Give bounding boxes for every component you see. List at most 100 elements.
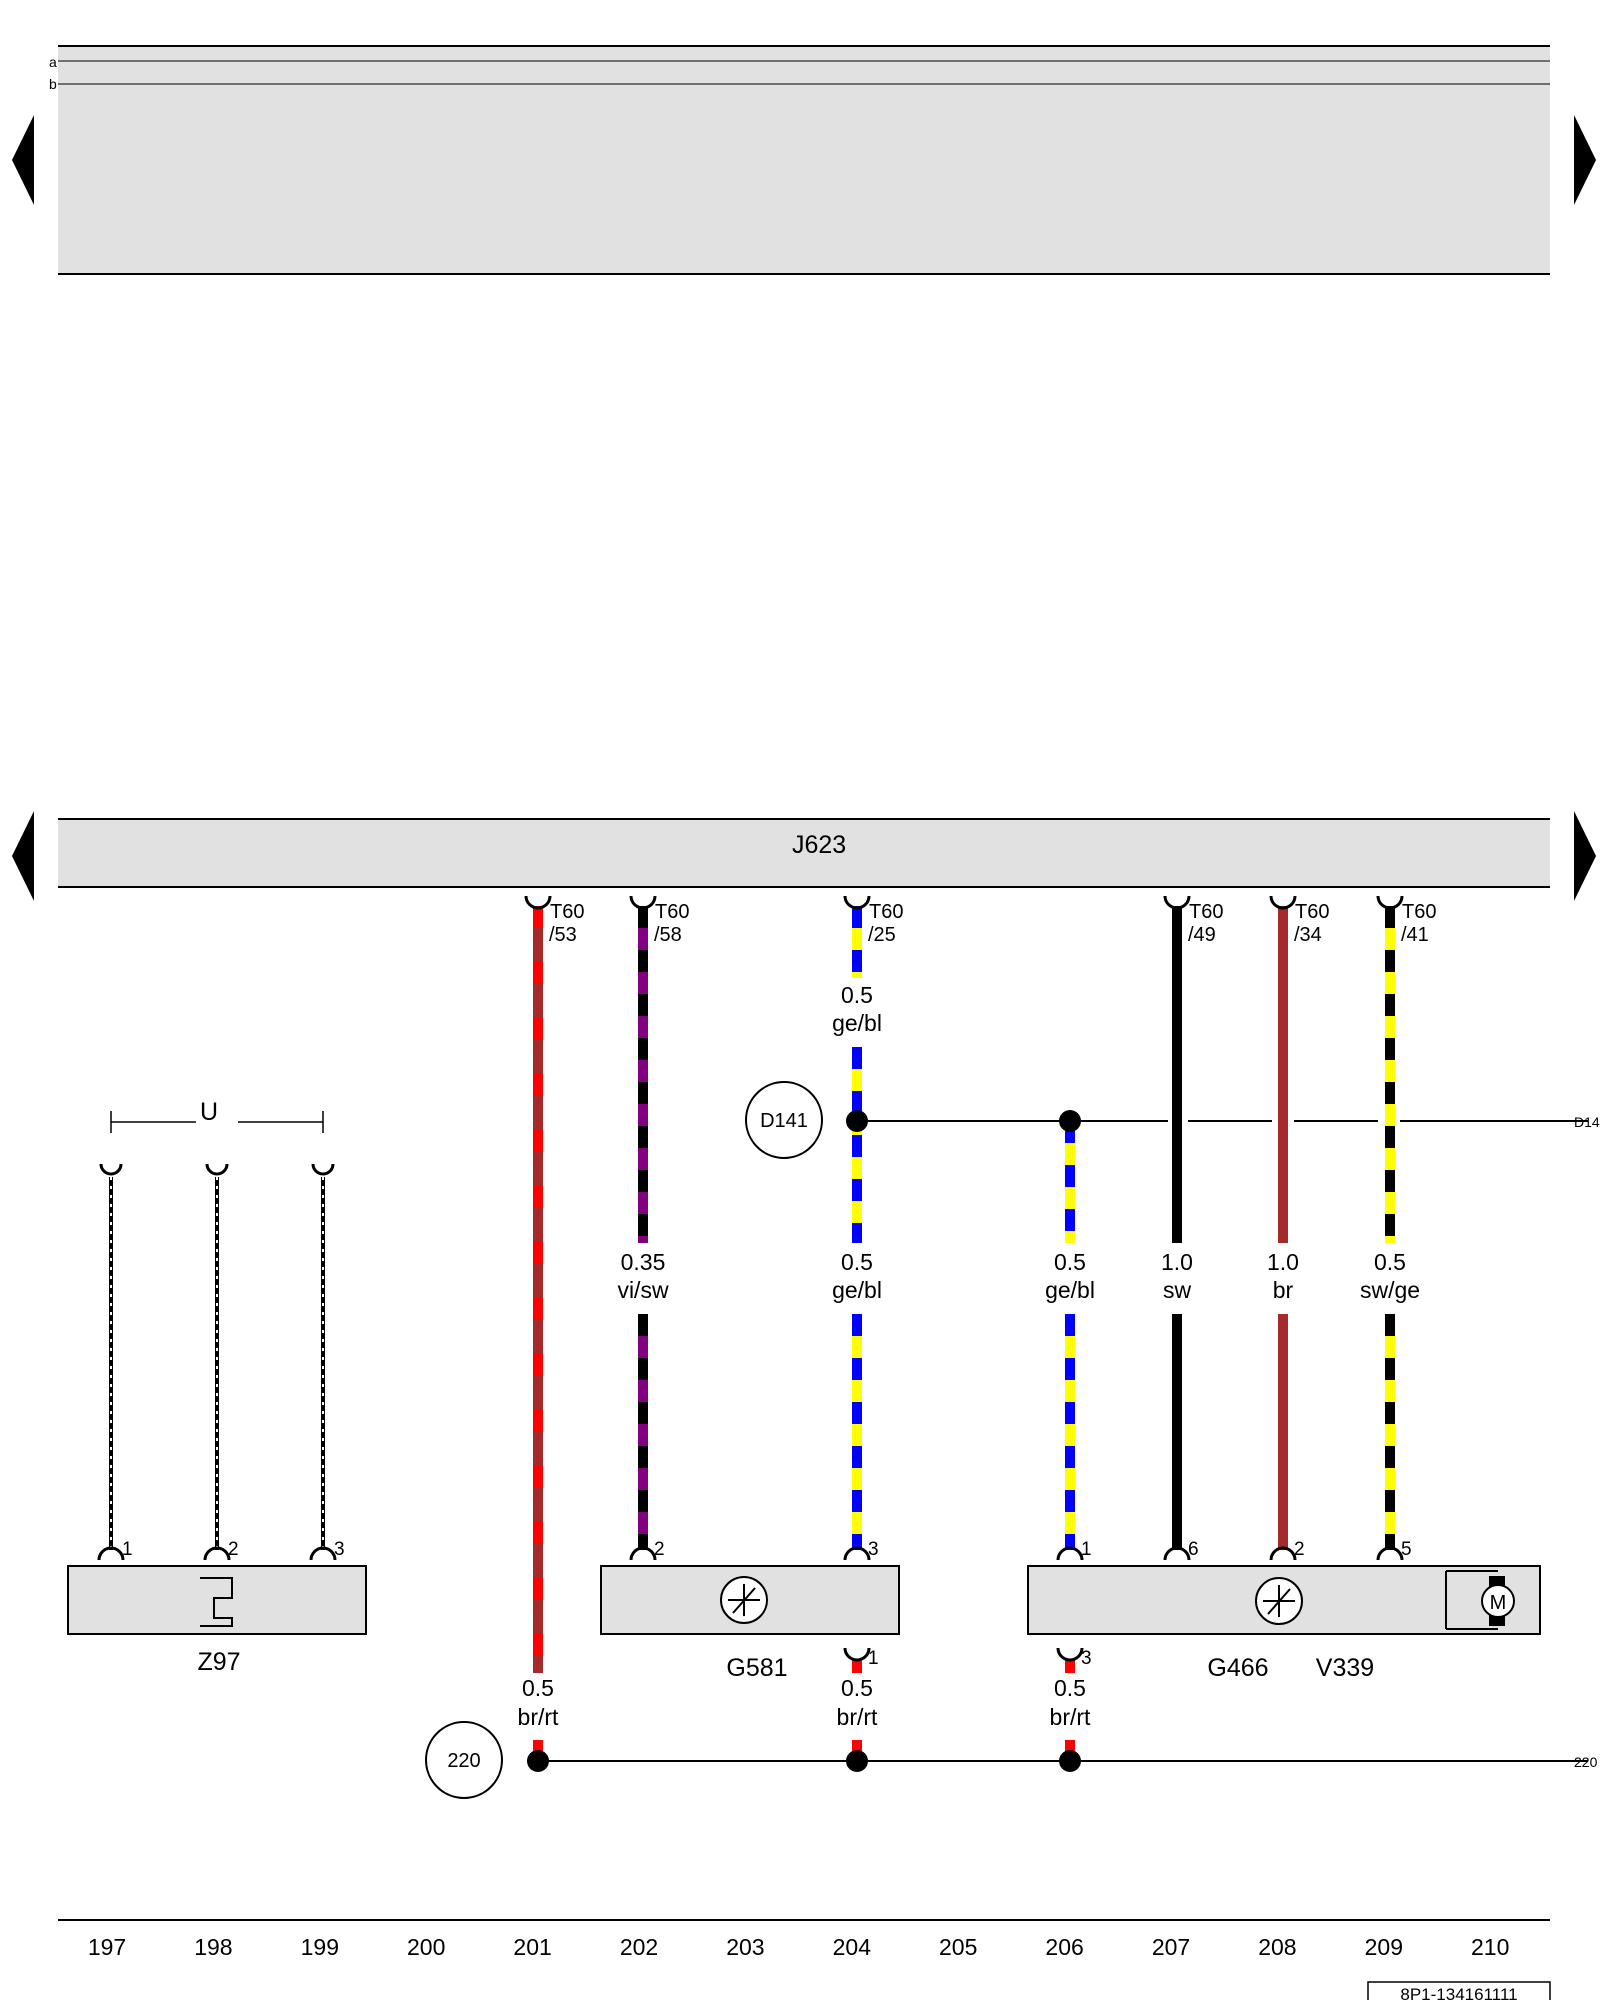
pressure-sensor-icon	[720, 1576, 768, 1624]
column-number: 203	[726, 1934, 764, 1960]
wire-size-col201-ground: 0.5	[522, 1675, 554, 1701]
wire-color-col207: sw	[1163, 1277, 1192, 1303]
pin-arc-g466-1	[1056, 1546, 1084, 1561]
splice-d141-col204	[846, 1110, 868, 1132]
pin-g466-6: 6	[1188, 1539, 1199, 1560]
t60-connector-labels: T60 /53 T60 /58 T60 /25 T60 /49 T60 /34 …	[549, 901, 1436, 946]
module-label: J623	[792, 831, 846, 859]
shield-bracket-u: U	[110, 1098, 324, 1133]
pin-arc-t60-49	[1163, 895, 1191, 910]
wire-color-col209: sw/ge	[1360, 1277, 1420, 1303]
motor-symbol: M	[1490, 1592, 1507, 1614]
column-number: 200	[407, 1934, 445, 1960]
connector-arcs	[97, 895, 1404, 1662]
resistor-symbol-icon	[200, 1577, 233, 1627]
pin-z97-1: 1	[122, 1539, 133, 1560]
motor-icon: M	[1481, 1576, 1515, 1626]
d141-edge-label: D141	[1574, 1114, 1600, 1130]
wire-labels: 0.5 ge/bl 0.35 vi/sw 0.5 ge/bl 0.5 ge/bl…	[518, 982, 1420, 1730]
column-number: 202	[620, 1934, 658, 1960]
pin-z97-3: 3	[334, 1539, 345, 1560]
connector-t60-49: T60	[1189, 901, 1223, 923]
splice-d141-col206	[1059, 1110, 1081, 1132]
pin-arc-t60-58	[629, 895, 657, 910]
position-sensor-icon	[1255, 1577, 1303, 1625]
column-number: 197	[88, 1934, 126, 1960]
d141-node	[745, 1081, 823, 1159]
row-label-b: b	[49, 76, 57, 92]
pin-g581-3: 3	[868, 1539, 879, 1560]
label-g466: G466	[1207, 1654, 1268, 1682]
pin-arc-t60-34	[1269, 895, 1297, 910]
pin-g466-3: 3	[1081, 1648, 1092, 1669]
ground-220-node-label: 220	[447, 1750, 480, 1772]
connector-t60-25-pin: /25	[868, 924, 896, 946]
row-label-a: a	[49, 54, 57, 70]
wire-size-col204-top: 0.5	[841, 982, 873, 1008]
next-page-arrow-bottom[interactable]	[1574, 811, 1596, 901]
pin-arc-z97-2	[203, 1546, 231, 1561]
component-z97: Z97	[67, 1565, 367, 1676]
pin-arc-g581-2	[629, 1546, 657, 1561]
pin-numbers: 1 2 3 2 3 1 6 2 5 1 3	[122, 1539, 1412, 1669]
prev-page-arrow-bottom[interactable]	[12, 811, 34, 901]
wire-size-col204: 0.5	[841, 1249, 873, 1275]
column-number: 205	[939, 1934, 977, 1960]
splice-220-col204	[846, 1750, 868, 1772]
pin-arc-g466-2	[1269, 1546, 1297, 1561]
pin-arc-g466-6	[1163, 1546, 1191, 1561]
column-number: 207	[1152, 1934, 1190, 1960]
pin-v339-5: 5	[1401, 1539, 1412, 1560]
pin-g581-2: 2	[654, 1539, 665, 1560]
component-g466-v339: M G466 V339	[1027, 1565, 1541, 1682]
connector-t60-34-pin: /34	[1294, 924, 1322, 946]
wire-color-col202: vi/sw	[617, 1277, 669, 1303]
connector-t60-49-pin: /49	[1188, 924, 1216, 946]
ground-220-node	[425, 1721, 503, 1799]
pin-arc-t60-41	[1376, 895, 1404, 910]
column-number: 206	[1045, 1934, 1083, 1960]
pin-arc-v339-5	[1376, 1546, 1404, 1561]
wire-size-col204-ground: 0.5	[841, 1675, 873, 1701]
pin-arc-z97-1-top	[99, 1163, 123, 1176]
connector-t60-41-pin: /41	[1401, 924, 1429, 946]
connector-t60-41: T60	[1402, 901, 1436, 923]
splice-220-col206	[1059, 1750, 1081, 1772]
label-v339: V339	[1316, 1654, 1374, 1682]
pin-arc-z97-1	[97, 1546, 125, 1561]
connector-t60-25: T60	[869, 901, 903, 923]
column-number: 201	[513, 1934, 551, 1960]
wire-size-col208: 1.0	[1267, 1249, 1299, 1275]
d141-line: D141 D141	[745, 1081, 1600, 1159]
wire-color-col208: br	[1273, 1277, 1294, 1303]
ground-220-line: 220 220	[425, 1721, 1598, 1799]
pin-arc-g581-3	[843, 1546, 871, 1561]
wire-color-col206: ge/bl	[1045, 1277, 1095, 1303]
prev-page-arrow-top[interactable]	[12, 115, 34, 205]
pin-g466-1: 1	[1081, 1539, 1092, 1560]
pin-g581-1: 1	[868, 1648, 879, 1669]
footer-doc-code: 8P1-134161111	[1400, 1985, 1517, 2000]
wire-color-col206-ground: br/rt	[1050, 1704, 1092, 1730]
column-number: 210	[1471, 1934, 1509, 1960]
splice-220-col201	[527, 1750, 549, 1772]
wire-size-col209: 0.5	[1374, 1249, 1406, 1275]
pin-arc-t60-25	[843, 895, 871, 910]
pin-arc-z97-2-top	[205, 1163, 229, 1176]
wire-color-col204: ge/bl	[832, 1277, 882, 1303]
pin-arc-g581-1	[843, 1647, 871, 1662]
pin-g466-2: 2	[1294, 1539, 1305, 1560]
pin-arc-g466-3	[1056, 1647, 1084, 1662]
d141-node-label: D141	[760, 1110, 808, 1132]
column-number: 204	[833, 1934, 872, 1960]
pin-arc-z97-3-top	[311, 1163, 335, 1176]
wire-size-col207: 1.0	[1161, 1249, 1193, 1275]
wire-size-col202: 0.35	[621, 1249, 666, 1275]
wire-color-col201-ground: br/rt	[518, 1704, 560, 1730]
top-relay-band: a b	[49, 45, 1550, 275]
next-page-arrow-top[interactable]	[1574, 115, 1596, 205]
wire-color-col204-ground: br/rt	[837, 1704, 879, 1730]
wire-size-col206: 0.5	[1054, 1249, 1086, 1275]
column-number: 208	[1258, 1934, 1296, 1960]
